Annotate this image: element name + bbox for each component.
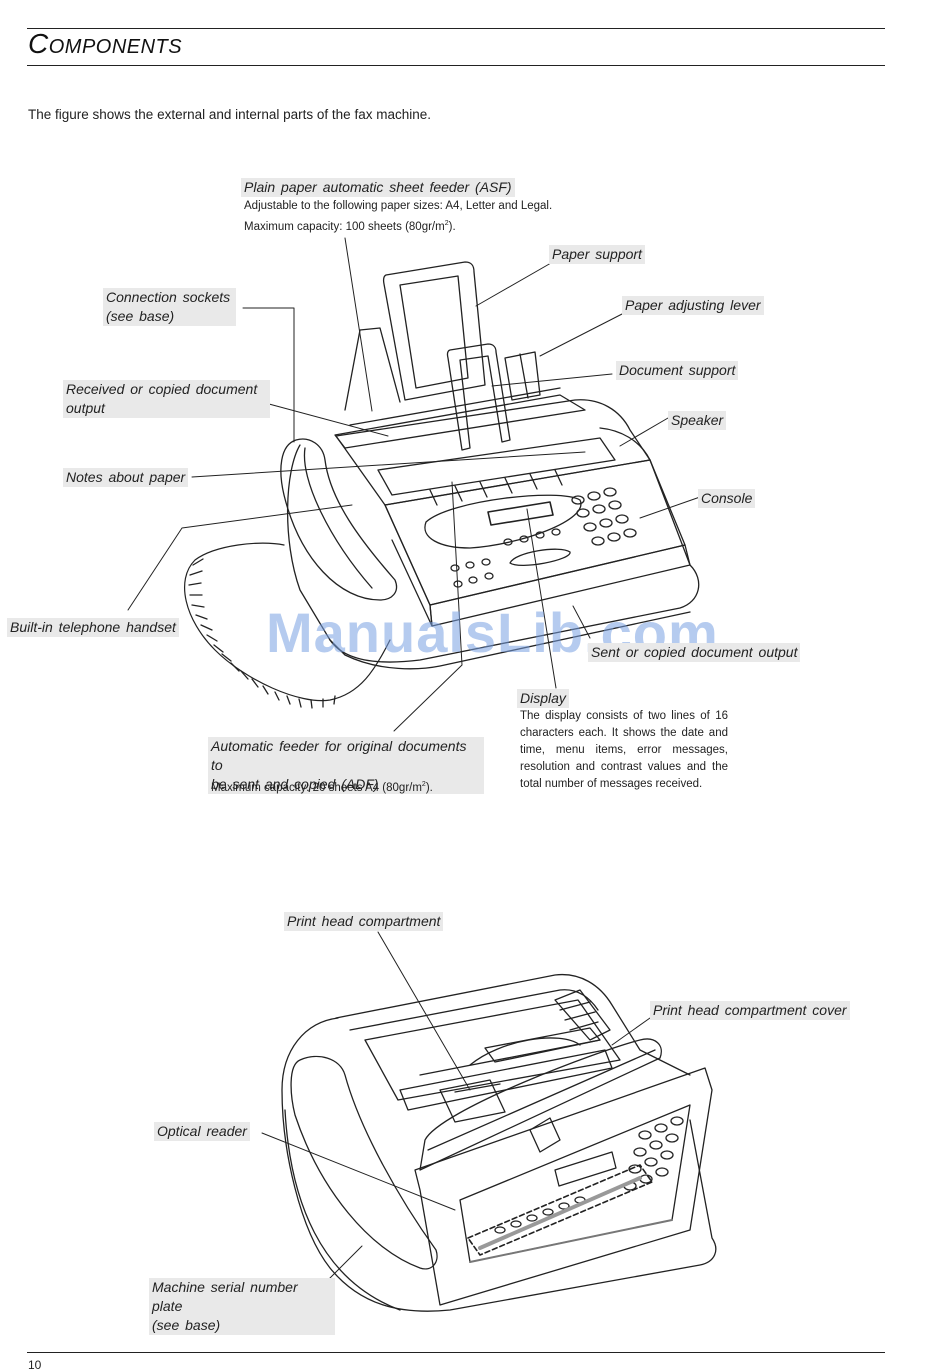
fig1-leader-lines [127,237,701,732]
label-connection-sockets: Connection sockets (see base) [103,288,236,326]
fig2-keypad [494,1116,684,1234]
label-document-support: Document support [616,361,739,380]
label-paper-adjusting-lever: Paper adjusting lever [622,296,764,315]
asf-note-line2: Maximum capacity: 100 sheets (80gr/m2). [244,220,456,233]
label-display: Display [517,689,569,708]
display-note: The display consists of two lines of 16 … [520,710,728,790]
title-rule [27,65,885,66]
label-print-head-compartment: Print head compartment [284,912,444,931]
intro-text: The figure shows the external and intern… [28,107,431,122]
label-handset: Built-in telephone handset [7,618,179,637]
asf-note: Adjustable to the following paper sizes:… [244,198,552,236]
fax-external-drawing [184,261,700,709]
label-optical-reader: Optical reader [154,1122,250,1141]
fig1-keypad [450,487,637,588]
label-adf: Automatic feeder for original documents … [208,737,484,794]
label-print-head-cover: Print head compartment cover [650,1001,850,1020]
asf-note-line1: Adjustable to the following paper sizes:… [244,200,553,212]
label-console: Console [698,489,756,508]
label-serial-plate: Machine serial number plate (see base) [149,1278,335,1335]
page-number: 10 [28,1358,42,1372]
adf-note: Maximum capacity: 20 sheets A4 (80gr/m2)… [211,781,433,794]
label-sent-output: Sent or copied document output [588,643,801,662]
label-paper-support: Paper support [549,245,645,264]
fax-internal-drawing [281,973,717,1312]
bottom-rule [27,1352,885,1353]
label-asf: Plain paper automatic sheet feeder (ASF) [241,178,515,197]
label-speaker: Speaker [668,411,727,430]
page-title: Components [28,28,183,59]
label-received-output: Received or copied document output [63,380,270,418]
label-notes-about-paper: Notes about paper [63,468,189,487]
top-rule [27,28,885,29]
